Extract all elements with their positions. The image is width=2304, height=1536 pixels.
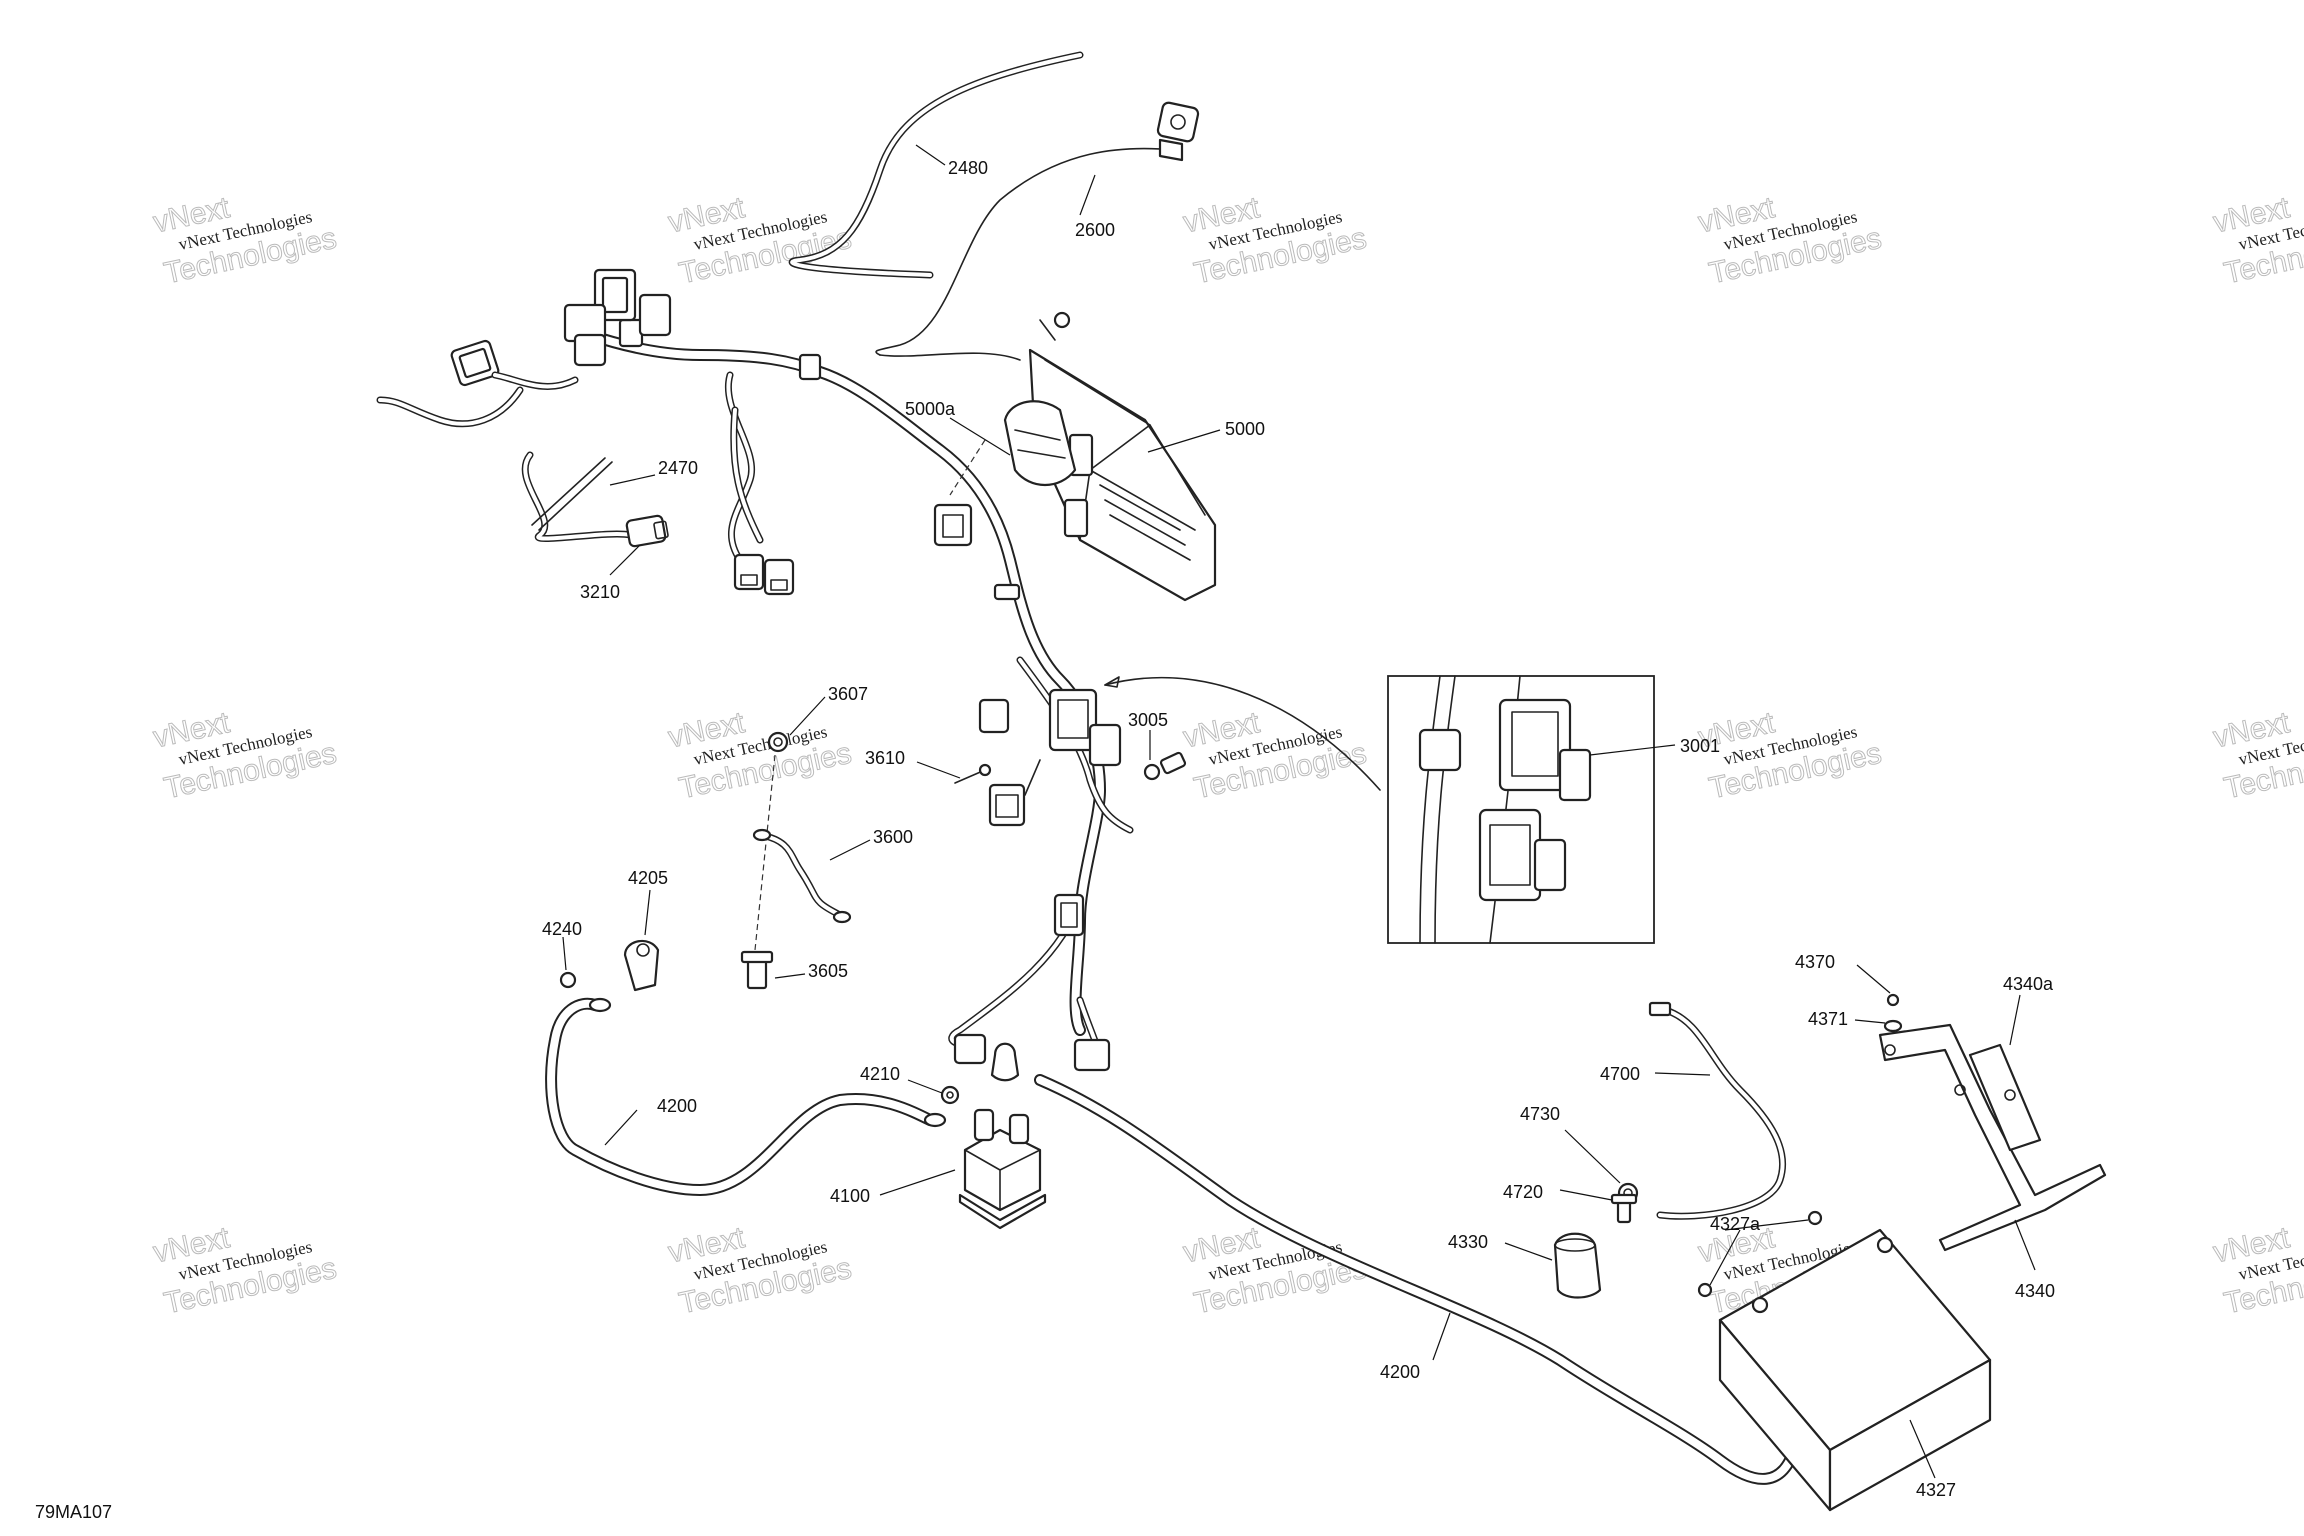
nut-4240 xyxy=(559,971,577,989)
battery-bracket-4340 xyxy=(1878,1023,2107,1252)
watermark: vNext vNext Technologies Technologies xyxy=(2210,706,2304,806)
sensor-2600 xyxy=(875,101,1200,361)
sensor-3210 xyxy=(625,514,669,548)
part-label-3005: 3005 xyxy=(1128,710,1168,730)
watermark: vNext vNext Technologies Technologies xyxy=(2210,1221,2304,1321)
part-label-4720: 4720 xyxy=(1503,1182,1543,1202)
part-label-4100: 4100 xyxy=(830,1186,870,1206)
watermark: vNext vNext Technologies Technologies xyxy=(1180,191,1370,291)
part-labels: 2480 2600 2470 3210 5000a 5000 3607 3610… xyxy=(542,158,2055,1500)
part-label-4210: 4210 xyxy=(860,1064,900,1084)
solenoid-4100 xyxy=(958,1108,1047,1230)
part-label-4200a: 4200 xyxy=(657,1096,697,1116)
part-label-4205: 4205 xyxy=(628,868,668,888)
connector-cluster-3001 xyxy=(978,688,1122,827)
part-label-4200b: 4200 xyxy=(1380,1362,1420,1382)
inset-detail-3001 xyxy=(1104,675,1655,944)
bolt-4720 xyxy=(1610,1193,1638,1224)
part-label-2600: 2600 xyxy=(1075,220,1115,240)
watermark: vNext vNext Technologies Technologies xyxy=(2210,191,2304,291)
watermark: vNext vNext Technologies Technologies xyxy=(150,706,340,806)
harness-connector-lower xyxy=(953,893,1111,1082)
ecm-connector-5000a xyxy=(949,400,1077,496)
watermark: vNext vNext Technologies Technologies xyxy=(665,1221,855,1321)
part-label-5000: 5000 xyxy=(1225,419,1265,439)
cable-4200 xyxy=(545,997,1796,1485)
terminal-cap-4330 xyxy=(1553,1232,1602,1299)
ecm-module-5000 xyxy=(1028,311,1217,602)
part-label-3610: 3610 xyxy=(865,748,905,768)
battery-4327 xyxy=(1718,1228,1992,1512)
part-label-5000a: 5000a xyxy=(905,399,956,419)
watermark: vNext vNext Technologies Technologies xyxy=(1180,706,1370,806)
dual-connector xyxy=(730,406,795,596)
leader-lines xyxy=(562,144,2036,1479)
watermark: vNext vNext Technologies Technologies xyxy=(1695,191,1885,291)
part-label-2480: 2480 xyxy=(948,158,988,178)
part-label-4240: 4240 xyxy=(542,919,582,939)
part-label-4700: 4700 xyxy=(1600,1064,1640,1084)
terminal-boot-4205 xyxy=(623,939,660,992)
screw-4327a xyxy=(1697,1210,1823,1298)
part-label-2470: 2470 xyxy=(658,458,698,478)
bolt-3005 xyxy=(1143,751,1187,781)
diagram-reference-code: 79MA107 xyxy=(35,1502,112,1522)
washer-4371 xyxy=(1883,1019,1903,1033)
part-label-4340: 4340 xyxy=(2015,1281,2055,1301)
connector-cluster-upper-left xyxy=(450,268,672,390)
hose-2470 xyxy=(521,451,634,543)
part-label-4370: 4370 xyxy=(1795,952,1835,972)
bolt-4370 xyxy=(1886,993,1900,1007)
part-label-3607: 3607 xyxy=(828,684,868,704)
part-label-4340a: 4340a xyxy=(2003,974,2054,994)
watermark: vNext vNext Technologies Technologies xyxy=(665,706,855,806)
part-label-4330: 4330 xyxy=(1448,1232,1488,1252)
cable-4700 xyxy=(1648,1001,1787,1220)
part-label-3001: 3001 xyxy=(1680,736,1720,756)
part-label-4327: 4327 xyxy=(1916,1480,1956,1500)
hose-2480 xyxy=(788,51,1084,279)
screw-3610 xyxy=(954,763,992,784)
ground-strap-assembly xyxy=(740,731,852,990)
harness-connector xyxy=(933,503,973,547)
watermark-layer: vNext vNext Technologies Technologies vN… xyxy=(150,191,2304,1321)
part-label-4730: 4730 xyxy=(1520,1104,1560,1124)
watermark: vNext vNext Technologies Technologies xyxy=(150,1221,340,1321)
nut-4210 xyxy=(940,1085,960,1105)
part-label-4371: 4371 xyxy=(1808,1009,1848,1029)
part-label-4327a: 4327a xyxy=(1710,1214,1761,1234)
part-label-3605: 3605 xyxy=(808,961,848,981)
watermark: vNext vNext Technologies Technologies xyxy=(1695,706,1885,806)
part-label-3210: 3210 xyxy=(580,582,620,602)
part-label-3600: 3600 xyxy=(873,827,913,847)
watermark: vNext vNext Technologies Technologies xyxy=(150,191,340,291)
